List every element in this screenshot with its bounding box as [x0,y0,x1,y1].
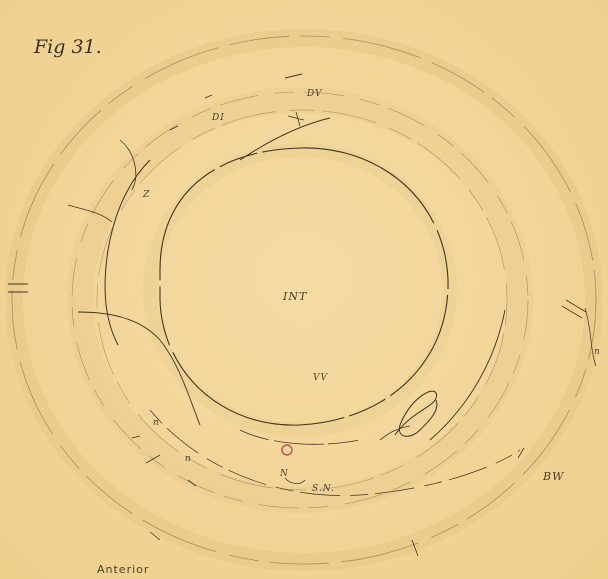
figure-title: Fig 31. [34,36,102,58]
label-bw: BW [543,470,565,483]
top-outer-strokes [169,94,213,131]
label-anterior: Anterior [97,563,150,576]
middle-ring-line [71,91,529,509]
lateral-vessel-line [104,159,151,346]
right-edge-ticks [561,299,587,319]
right-edge-curve [584,307,597,367]
left-small-marks [131,435,197,487]
ventral-coil [394,390,438,437]
left-horizontal-vessel [77,311,201,426]
subneural-mark [284,477,306,484]
left-edge-ticks [8,283,28,293]
middle-ring-shade [67,87,533,513]
dorsal-vessel-line [239,117,331,161]
intestine-wall-shade [143,143,457,437]
ventral-coil-2 [379,425,411,441]
intestine-wall-line [159,147,449,426]
label-n-right: n [594,347,601,357]
dorsal-top-stroke [284,73,303,79]
label-n-left-1: n [153,418,160,428]
label-n-left-2: n [185,454,192,464]
inner-ring-line [96,109,508,491]
body-wall-outer-ring [5,29,603,571]
label-dv: DV [307,89,323,99]
left-branch-line [119,139,137,191]
left-upper-branch [67,204,113,223]
ventral-vessel-line [239,429,361,445]
red-blood-cell [281,444,293,456]
dorsal-vessel-mark [287,111,305,127]
label-int: INT [283,290,308,303]
label-di: DI [212,113,225,123]
label-n-big: N [280,469,289,479]
lower-ring-line [149,409,521,496]
bottom-marks [149,447,525,557]
label-vv: VV [313,373,328,383]
body-wall-outer-line [11,35,597,565]
label-sn: S.N. [312,484,335,494]
label-z: Z [143,190,151,200]
right-lateral-line [429,309,506,441]
